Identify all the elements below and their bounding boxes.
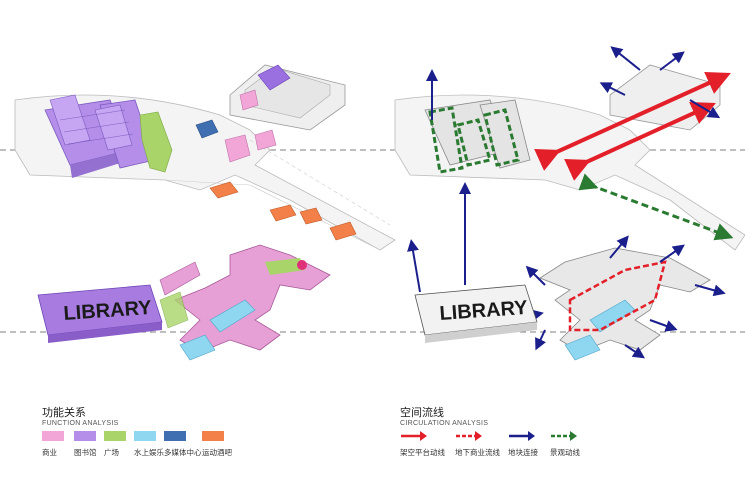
underground-complex <box>159 244 331 361</box>
function-legend-title: 功能关系 <box>42 407 86 419</box>
function-swatch-label: 多媒体中心 <box>164 448 202 457</box>
circulation-arrow-icon <box>401 431 427 441</box>
plaza-green <box>139 111 173 173</box>
function-swatch <box>104 431 126 441</box>
function-swatch-label: 水上娱乐 <box>134 448 164 457</box>
circulation-arrow-label: 地下商业流线 <box>455 448 500 457</box>
landscape-route-outlines <box>428 106 520 174</box>
library-blocks <box>44 94 156 178</box>
function-swatch <box>74 431 96 441</box>
circulation-legend-title: 空间流线 <box>400 407 444 419</box>
sport-bar-blocks <box>209 181 357 241</box>
circulation-arrow-icon <box>509 431 535 441</box>
right-library-block: LIBRARY <box>414 284 538 343</box>
circulation-arrow-label: 架空平台动线 <box>400 448 445 457</box>
circulation-legend: 空间流线 CIRCULATION ANALYSIS 架空平台动线 地下商业流线地块… <box>400 407 630 467</box>
circulation-arrow-label: 地块连接 <box>508 448 538 457</box>
function-swatch <box>202 431 224 441</box>
left-library-block: LIBRARY <box>37 284 163 343</box>
function-swatch <box>42 431 64 441</box>
library-top-right <box>257 64 291 91</box>
function-swatch-label: 商业 <box>42 448 57 457</box>
commercial-top <box>224 89 277 163</box>
circ-underground-complex <box>539 247 711 361</box>
function-legend: 功能关系 FUNCTION ANALYSIS 商业 图书馆广场 水上娱乐多媒体中心运… <box>42 407 302 467</box>
function-swatch <box>134 431 156 441</box>
circulation-arrow-label: 景观动线 <box>550 448 580 457</box>
circulation-diagram: LIBRARY <box>394 46 745 361</box>
multimedia-block <box>195 119 219 139</box>
circulation-arrow-icon <box>551 431 577 441</box>
landscape-route-road <box>578 173 734 241</box>
function-swatch-label: 运动酒吧 <box>202 448 232 457</box>
analysis-diagrams: LIBRARY <box>0 46 745 361</box>
circulation-arrow-icon <box>456 431 482 441</box>
circulation-legend-subtitle: CIRCULATION ANALYSIS <box>400 420 489 427</box>
function-diagram: LIBRARY <box>14 64 396 361</box>
function-swatch-label: 图书馆 <box>74 448 97 457</box>
function-swatch <box>164 431 186 441</box>
site-connection-top <box>426 46 721 120</box>
underground-commercial-route <box>568 260 667 332</box>
function-swatch-label: 广场 <box>104 448 119 457</box>
platform-route-2 <box>564 102 716 181</box>
function-legend-subtitle: FUNCTION ANALYSIS <box>42 420 119 427</box>
